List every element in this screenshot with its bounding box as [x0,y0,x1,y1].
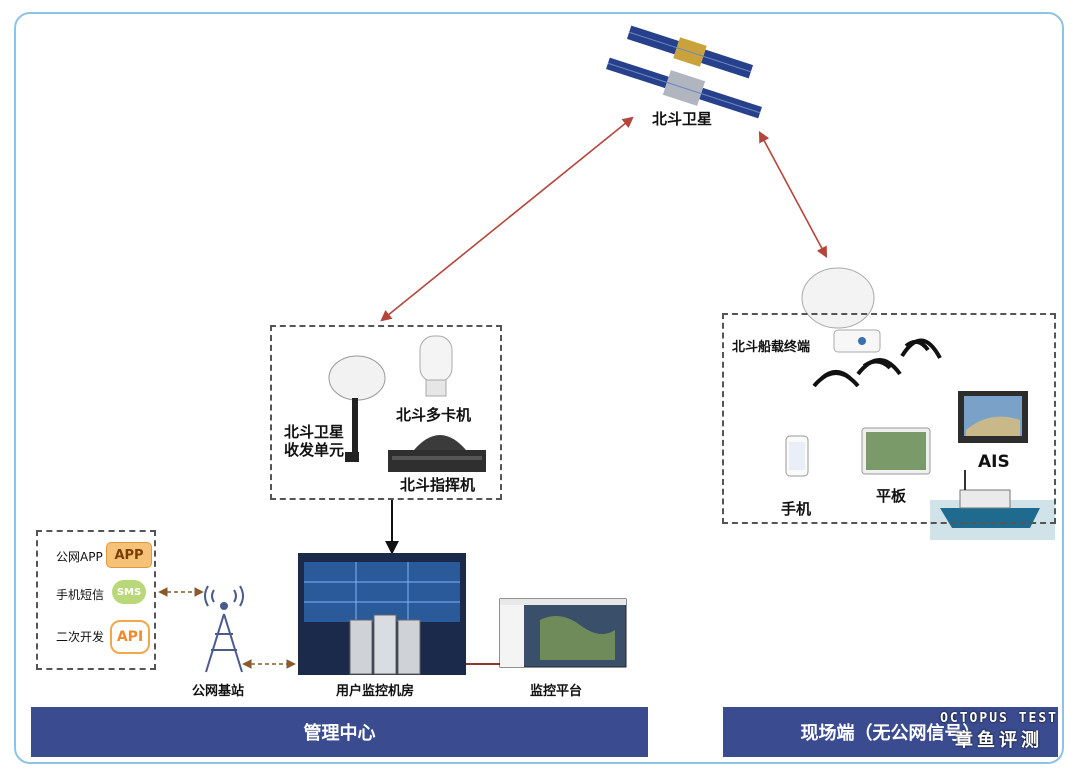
link-satellite-command [382,118,632,320]
app-badge-icon: APP [106,542,152,568]
sms-label: 手机短信 [56,586,104,603]
watermark-line1: OCTOPUS TEST [940,711,1058,726]
link-satellite-ship [760,133,826,256]
tablet-label: 平板 [876,485,906,506]
platform-label: 监控平台 [530,680,582,699]
base-station-tower-icon [205,586,243,672]
commander-label: 北斗指挥机 [400,474,475,495]
sms-badge-icon: SMS [112,580,146,604]
ais-label: AIS [978,452,1010,472]
satellite-label: 北斗卫星 [652,108,712,129]
app-label: 公网APP [56,548,103,565]
phone-label: 手机 [781,498,811,519]
api-label: 二次开发 [56,628,104,645]
ship-terminal-label: 北斗船载终端 [732,336,810,355]
monitor-room-image [298,553,466,675]
api-badge-icon: API [110,620,150,654]
management-center-bar: 管理中心 [31,707,648,757]
monitor-platform-image [500,599,626,667]
base-station-label: 公网基站 [192,680,244,699]
multicard-label: 北斗多卡机 [396,404,471,425]
watermark: OCTOPUS TEST 章鱼评测 [940,711,1058,752]
monitor-room-label: 用户监控机房 [336,680,414,699]
transceiver-label: 北斗卫星 收发单元 [284,423,344,459]
watermark-line2: 章鱼评测 [940,726,1058,752]
